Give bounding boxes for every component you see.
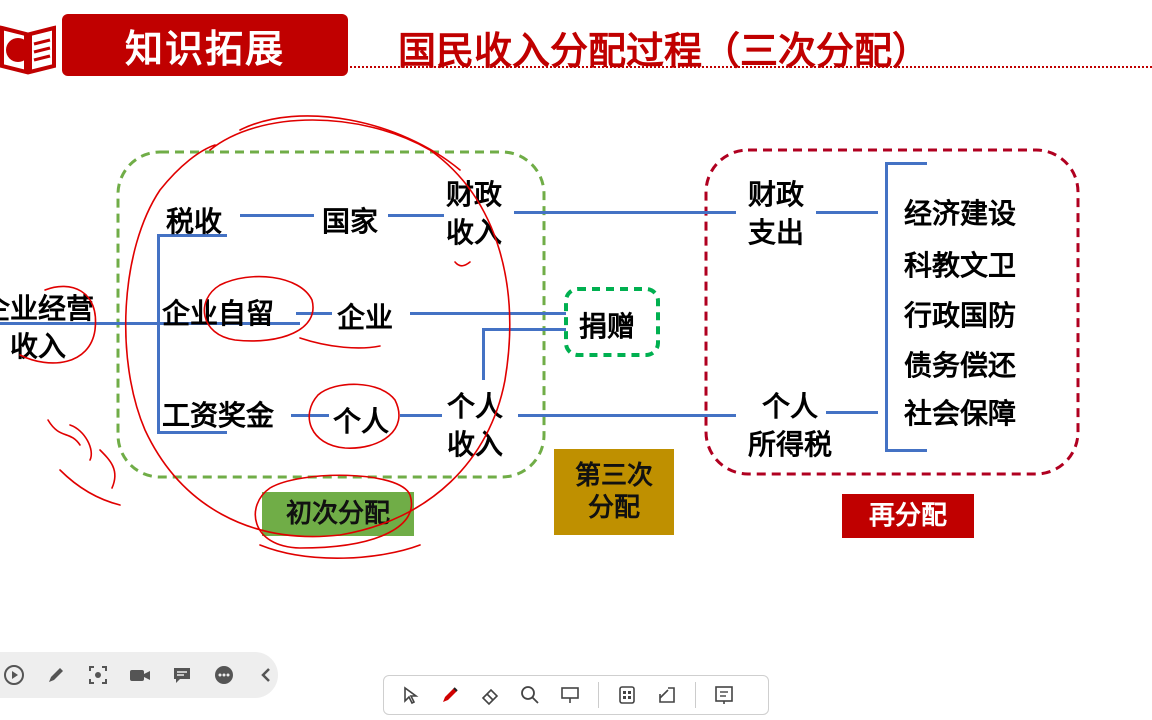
retained-profit-node: 企业自留 — [162, 297, 275, 330]
search-icon[interactable] — [518, 683, 542, 707]
personal-income-label-1: 个人 — [447, 390, 504, 423]
connector — [885, 162, 888, 452]
state-node: 国家 — [322, 205, 379, 238]
enterprise-node: 企业 — [337, 301, 394, 334]
pen-icon[interactable] — [44, 663, 68, 687]
play-icon[interactable] — [2, 663, 26, 687]
screenshot-icon[interactable] — [86, 663, 110, 687]
spending-item: 科教文卫 — [904, 249, 1017, 282]
income-tax-node: 个人 所得税 — [748, 388, 832, 464]
connector — [291, 414, 329, 417]
toolbar-divider — [598, 682, 599, 708]
spending-item: 行政国防 — [904, 299, 1017, 332]
connector — [885, 449, 927, 452]
wages-node: 工资奖金 — [162, 399, 275, 432]
annotation-toolbar — [383, 675, 769, 715]
page-title: 国民收入分配过程（三次分配） — [398, 29, 931, 73]
fiscal-income-label-2: 收入 — [446, 216, 503, 249]
connector — [410, 312, 566, 315]
individual-node: 个人 — [333, 405, 390, 438]
connector — [826, 411, 878, 414]
cursor-icon[interactable] — [398, 683, 422, 707]
grid-icon[interactable] — [615, 683, 639, 707]
connector — [157, 234, 160, 434]
fiscal-spending-label-1: 财政 — [748, 178, 805, 211]
collapse-chevron-icon[interactable] — [254, 663, 278, 687]
section-tag: 知识拓展 — [62, 14, 348, 76]
redistribution-frame — [704, 148, 1080, 476]
share-icon[interactable] — [655, 683, 679, 707]
redistribution-badge: 再分配 — [842, 494, 974, 538]
personal-income-label-2: 收入 — [447, 428, 504, 461]
fiscal-spending-node: 财政 支出 — [748, 176, 804, 252]
income-tax-label-2: 所得税 — [748, 428, 833, 461]
comment-icon[interactable] — [170, 663, 194, 687]
third-distribution-label-1: 第三次 — [574, 461, 653, 491]
presenter-icon[interactable] — [558, 683, 582, 707]
red-pen-icon[interactable] — [438, 683, 462, 707]
connector — [482, 328, 485, 380]
fiscal-spending-label-2: 支出 — [748, 216, 805, 249]
personal-income-node: 个人 收入 — [447, 388, 503, 464]
income-tax-label-1: 个人 — [762, 390, 819, 423]
source-label-2: 收入 — [10, 330, 67, 363]
connector — [240, 214, 314, 217]
more-icon[interactable] — [212, 663, 236, 687]
spending-item: 社会保障 — [904, 397, 1017, 430]
source-label-1: 企业经营 — [0, 292, 95, 325]
donation-node: 捐赠 — [579, 310, 636, 343]
primary-distribution-badge: 初次分配 — [262, 492, 414, 536]
slideshow-icon[interactable] — [712, 683, 736, 707]
connector — [514, 211, 736, 214]
connector — [482, 328, 566, 331]
camera-icon[interactable] — [128, 663, 152, 687]
spending-item: 经济建设 — [904, 197, 1017, 230]
book-logo-icon — [0, 14, 58, 76]
spending-item: 债务偿还 — [904, 349, 1017, 382]
third-distribution-badge: 第三次 分配 — [554, 449, 674, 535]
fiscal-income-node: 财政 收入 — [446, 176, 502, 252]
donation-frame — [564, 287, 660, 357]
source-node: 企业经营 收入 — [0, 290, 94, 366]
eraser-icon[interactable] — [478, 683, 502, 707]
taxes-node: 税收 — [166, 205, 223, 238]
connector — [885, 162, 927, 165]
connector — [388, 214, 444, 217]
third-distribution-label-2: 分配 — [587, 493, 640, 523]
connector — [518, 414, 736, 417]
fiscal-income-label-1: 财政 — [446, 178, 503, 211]
title-rule — [350, 66, 1152, 68]
toolbar-divider — [695, 682, 696, 708]
connector — [816, 211, 878, 214]
presentation-toolbar — [0, 652, 278, 698]
connector — [400, 414, 442, 417]
connector — [296, 312, 332, 315]
